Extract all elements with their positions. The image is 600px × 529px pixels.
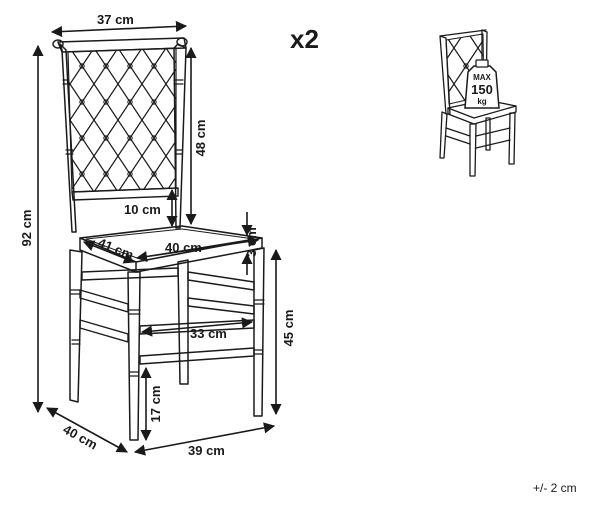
dim-stretcher-height: 17 cm: [148, 386, 163, 423]
dim-seat-width: 40 cm: [165, 240, 202, 255]
load-badge-value: 150: [471, 82, 493, 97]
load-capacity-illustration: MAX 150 kg: [439, 29, 517, 177]
dim-back-width: 37 cm: [97, 12, 134, 27]
dim-total-height: 92 cm: [19, 210, 34, 247]
dim-back-height: 48 cm: [193, 120, 208, 157]
dim-seat-height: 45 cm: [281, 310, 296, 347]
load-badge-max: MAX: [473, 73, 491, 82]
dim-stretcher-width: 33 cm: [190, 326, 227, 341]
chair-illustration: [52, 37, 265, 441]
dim-base-width: 39 cm: [188, 443, 225, 458]
dim-backrest-gap: 10 cm: [124, 202, 161, 217]
tolerance-note: +/- 2 cm: [533, 481, 577, 495]
load-badge-unit: kg: [477, 97, 486, 106]
quantity-label: x2: [290, 24, 319, 54]
